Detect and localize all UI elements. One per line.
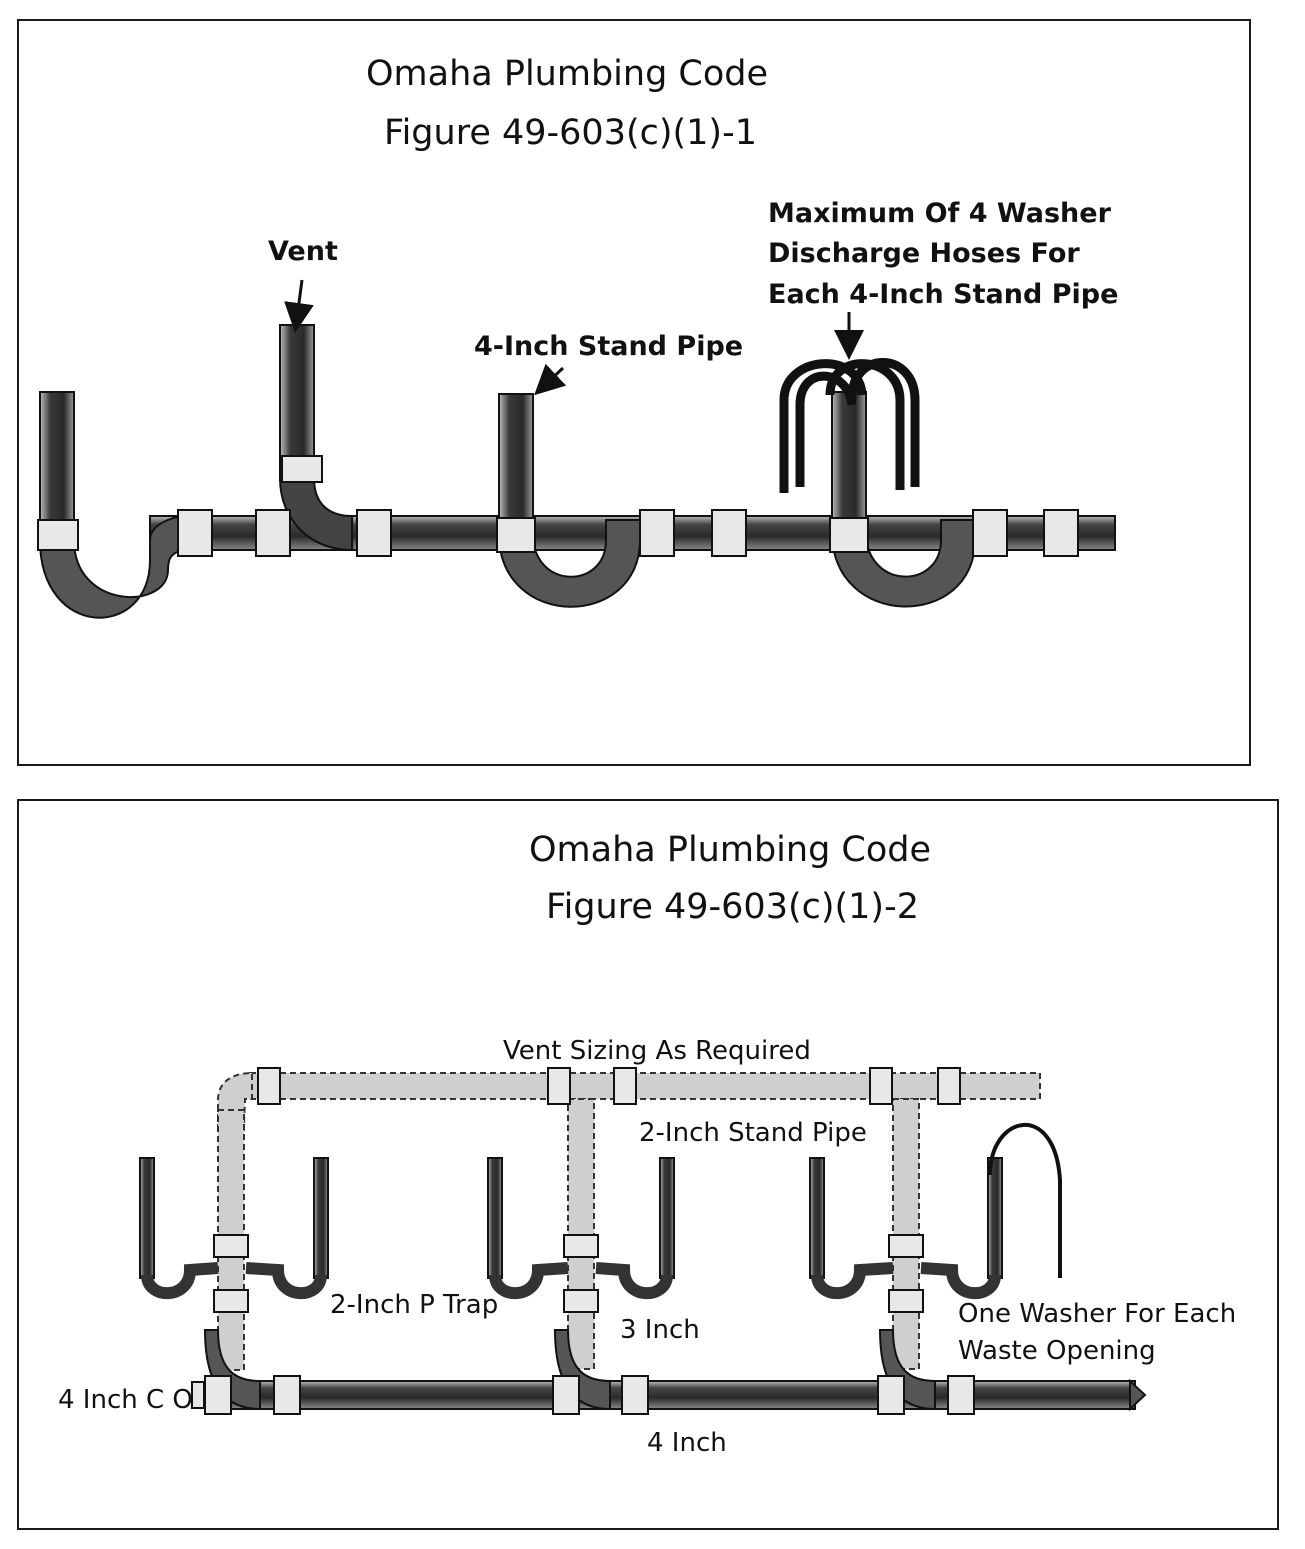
four-inch-drain (204, 1380, 1136, 1410)
branch-elbow-2 (553, 1329, 611, 1411)
figure-1-title: Omaha Plumbing Code (366, 54, 769, 94)
vent-header (249, 1072, 1041, 1100)
figure-2-panel (17, 799, 1279, 1530)
figure-1-number: Figure 49-603(c)(1)-1 (384, 113, 757, 153)
figure-1-panel (17, 19, 1251, 766)
right-stand-pipe (831, 391, 867, 533)
figure-2-piping (139, 1067, 1147, 1415)
figure-1-piping (37, 279, 1116, 619)
vent-arrow (284, 279, 314, 333)
cleanout-label: 4 Inch C O (58, 1385, 193, 1415)
vent-sizing-label: Vent Sizing As Required (503, 1036, 811, 1066)
one-washer-label-line1: One Washer For Each (958, 1299, 1237, 1329)
max-hoses-label-line2: Discharge Hoses For (768, 238, 1080, 269)
middle-stand-pipe (498, 393, 534, 535)
vent-pipe (279, 324, 315, 481)
branch-elbow-1 (203, 1329, 261, 1411)
max-hoses-label-line1: Maximum Of 4 Washer (768, 198, 1111, 229)
couplings-fig1 (37, 455, 1079, 557)
p-traps-fig2 (141, 1262, 1001, 1300)
three-inch-label: 3 Inch (620, 1315, 700, 1345)
four-inch-label: 4 Inch (647, 1428, 727, 1458)
p-trap-label: 2-Inch P Trap (330, 1290, 499, 1320)
branch-elbow-3 (878, 1329, 936, 1411)
figure-2-number: Figure 49-603(c)(1)-2 (546, 887, 919, 927)
couplings-fig2 (191, 1067, 975, 1415)
vent-label: Vent (268, 236, 338, 267)
left-trap-riser (39, 391, 75, 543)
one-washer-label-line2: Waste Opening (958, 1336, 1156, 1366)
two-inch-stand-pipe-label: 2-Inch Stand Pipe (639, 1118, 867, 1148)
washer-hoses (779, 358, 920, 493)
stand-pipe-label: 4-Inch Stand Pipe (474, 331, 744, 362)
stand-pipe-arrow (534, 363, 567, 396)
figure-2-title: Omaha Plumbing Code (529, 830, 932, 870)
washer-hose-fig2 (988, 1122, 1062, 1278)
max-hoses-label-line3: Each 4-Inch Stand Pipe (768, 279, 1119, 310)
